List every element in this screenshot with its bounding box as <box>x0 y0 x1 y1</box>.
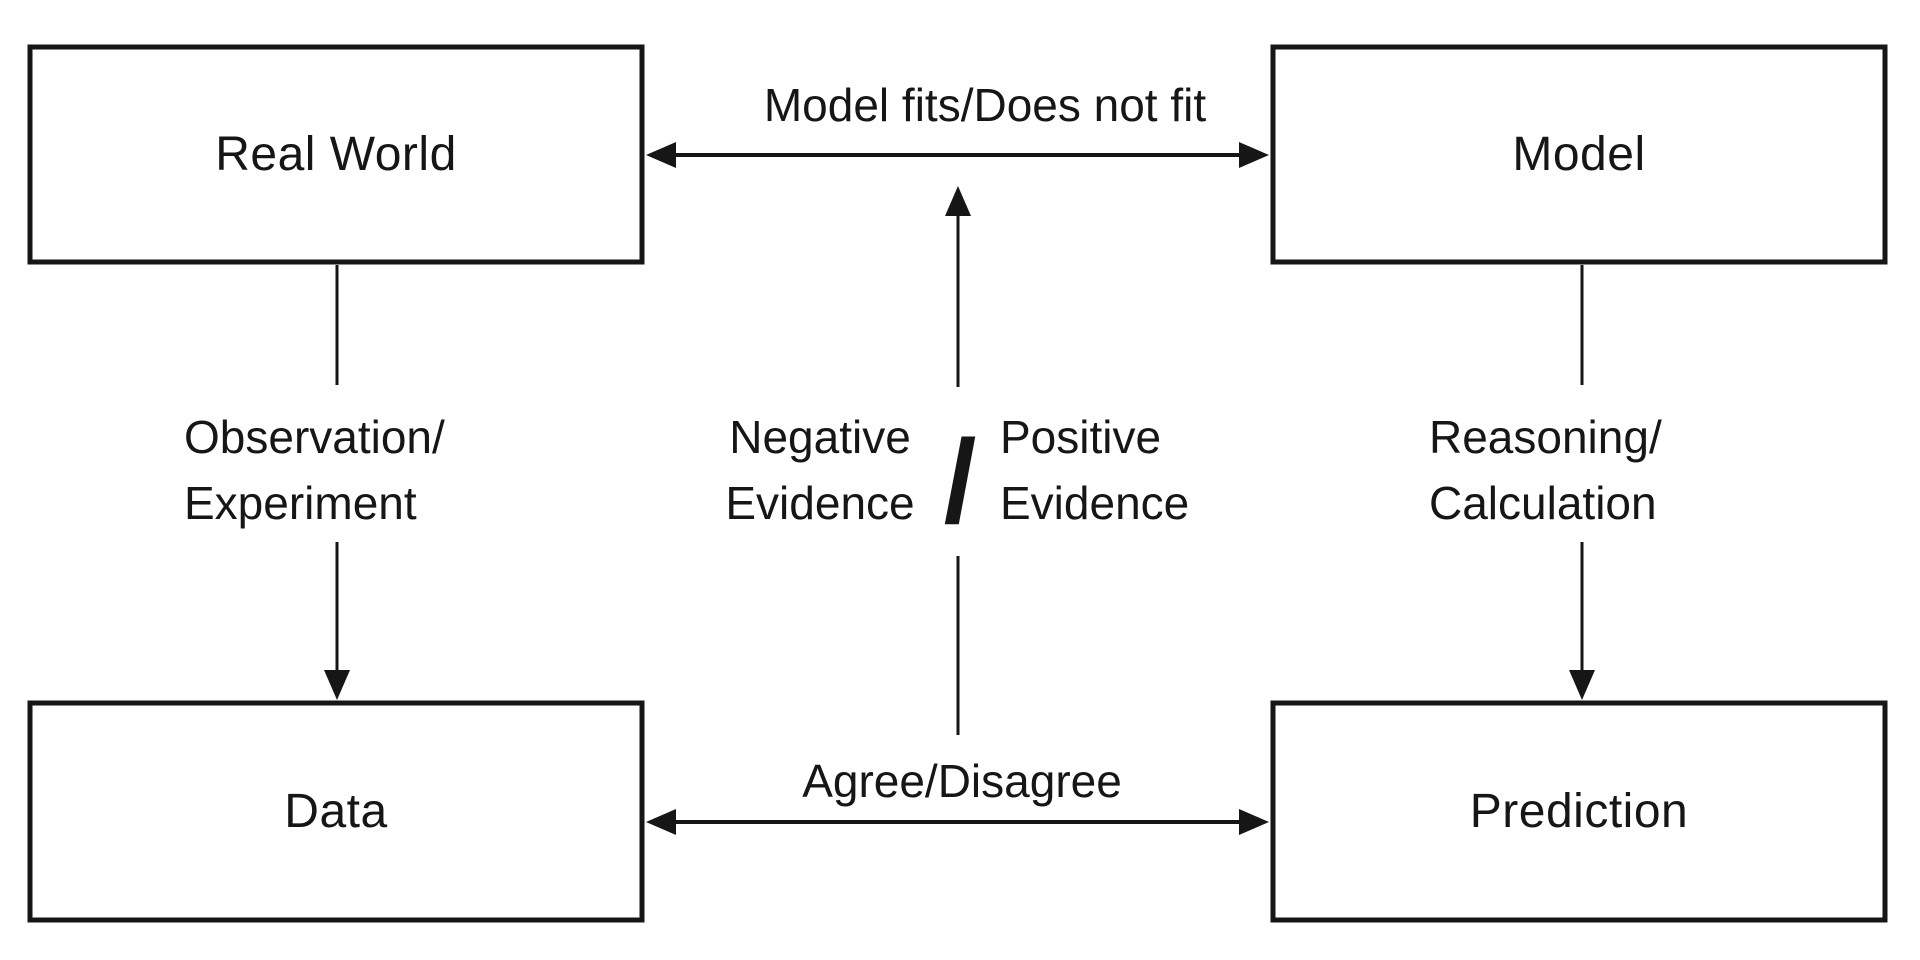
arrowhead-left-icon <box>646 809 676 835</box>
arrowhead-right-icon <box>1239 809 1269 835</box>
arrowhead-left-icon <box>646 142 676 168</box>
top-arrow-label: Model fits/Does not fit <box>763 79 1207 131</box>
right-arrow-label-line2: Calculation <box>1429 477 1657 529</box>
bottom-double-arrow <box>646 809 1269 835</box>
data-label: Data <box>284 785 388 838</box>
model-label: Model <box>1512 128 1646 181</box>
arrowhead-down-icon <box>324 670 350 700</box>
prediction-label: Prediction <box>1469 785 1689 838</box>
left-arrow-label-line2: Experiment <box>184 477 417 529</box>
negative-evidence-line2: Evidence <box>725 477 915 529</box>
real-world-box <box>27 44 645 265</box>
evidence-separator-slash: / <box>943 416 977 548</box>
negative-evidence-label: Negative Evidence <box>700 404 940 536</box>
positive-evidence-label: Positive Evidence <box>1000 404 1189 536</box>
negative-evidence-line1: Negative <box>729 411 911 463</box>
real-world-label: Real World <box>215 128 457 181</box>
right-arrow-label-line1: Reasoning/ <box>1429 411 1662 463</box>
left-arrow-label-line1: Observation/ <box>184 411 445 463</box>
left-arrow-label: Observation/ Experiment <box>184 404 445 536</box>
arrowhead-up-icon <box>945 186 971 216</box>
bottom-arrow-label: Agree/Disagree <box>802 755 1122 807</box>
positive-evidence-line1: Positive <box>1000 411 1162 463</box>
left-down-arrow <box>324 265 350 700</box>
right-arrow-label: Reasoning/ Calculation <box>1429 404 1662 536</box>
model-box <box>1270 44 1888 265</box>
right-down-arrow <box>1569 265 1595 700</box>
prediction-box <box>1270 700 1888 923</box>
top-double-arrow <box>646 142 1269 168</box>
center-up-arrow <box>945 186 971 735</box>
positive-evidence-line2: Evidence <box>1000 477 1190 529</box>
arrowhead-right-icon <box>1239 142 1269 168</box>
data-box <box>27 700 645 923</box>
arrowhead-down-icon <box>1569 670 1595 700</box>
